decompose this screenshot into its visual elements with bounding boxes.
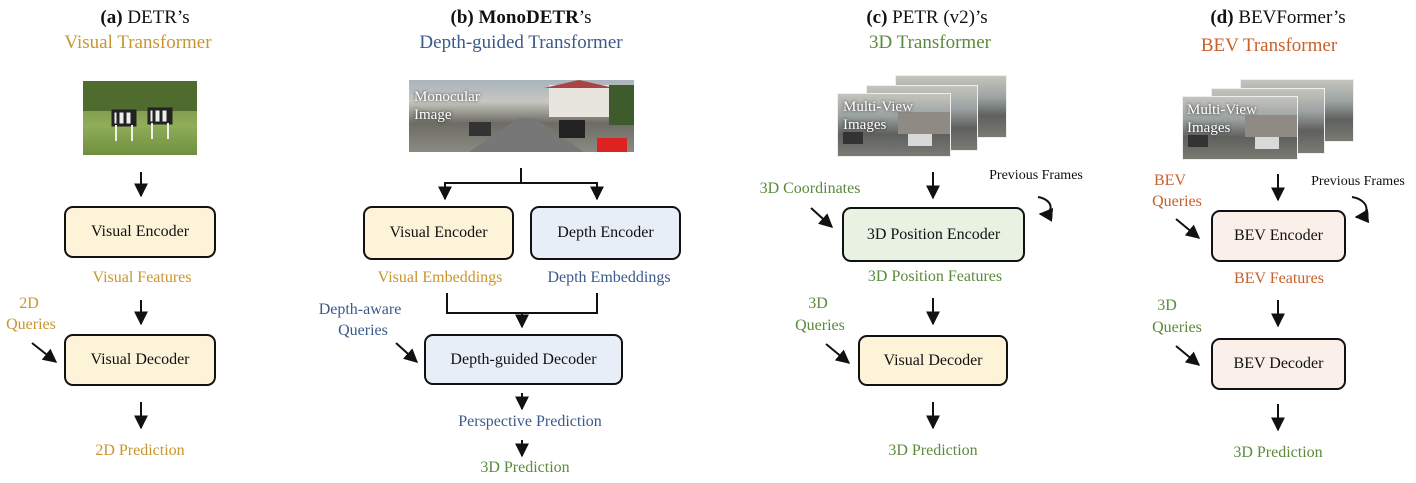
multiview-c-label-line1: Multi-View — [843, 99, 913, 115]
multiview-c-label: Multi-View Images — [843, 98, 913, 134]
panel-a-visual-encoder: Visual Encoder — [64, 206, 216, 258]
street-illustration — [469, 80, 634, 152]
panel-b-queries-line2: Queries — [338, 322, 388, 339]
panel-c-3d-coordinates: 3D Coordinates — [759, 180, 861, 197]
panel-b-title: (b) MonoDETR’s — [451, 7, 592, 29]
panel-d-bev-features: BEV Features — [1234, 270, 1324, 287]
zebra-illustration — [83, 81, 197, 141]
panel-b-name: MonoDETR — [478, 7, 579, 28]
panel-b-depth-embeddings: Depth Embeddings — [547, 269, 671, 286]
panel-d-bev-encoder: BEV Encoder — [1211, 210, 1346, 262]
panel-b-depth-guided-decoder: Depth-guided Decoder — [424, 334, 623, 385]
multiview-front-illustration — [843, 112, 950, 146]
panel-b-perspective-prediction: Perspective Prediction — [458, 413, 602, 430]
zebra-image — [83, 81, 197, 155]
bev-multiview-front-illustration — [1188, 115, 1297, 149]
panel-a-tag: (a) — [100, 7, 123, 28]
panel-a-subtitle: Visual Transformer — [64, 32, 212, 53]
panel-d-previous-frames: Previous Frames — [1311, 174, 1405, 189]
arrow-d-bevq — [1175, 218, 1201, 239]
panel-c-previous-frames: Previous Frames — [989, 168, 1083, 183]
multiview-d-label: Multi-View Images — [1187, 101, 1257, 137]
multiview-image-front: Multi-View Images — [837, 93, 951, 157]
panel-b-subtitle: Depth-guided Transformer — [419, 32, 623, 53]
split-b-right — [521, 182, 604, 201]
monocular-image-label: Monocular Image — [414, 88, 480, 124]
panel-c-3d-prediction: 3D Prediction — [888, 442, 978, 459]
panel-a-queries-line1: 2D — [19, 295, 39, 312]
panel-d-queries-line1: 3D — [1157, 297, 1177, 314]
panel-a-visual-features: Visual Features — [92, 269, 192, 286]
panel-a-title: (a) DETR’s — [100, 7, 189, 29]
multiview-c-label-line2: Images — [843, 117, 887, 133]
arrow-c-queries — [825, 343, 851, 364]
panel-c-name: PETR (v2)’s — [892, 7, 988, 28]
panel-d-bev-queries-line1: BEV — [1154, 172, 1186, 189]
bev-multiview-image-front: Multi-View Images — [1182, 96, 1298, 160]
panel-d-name: BEVFormer’s — [1238, 7, 1346, 28]
monocular-image: Monocular Image — [409, 80, 634, 152]
panel-b-suffix: ’s — [578, 7, 592, 28]
multiview-d-label-line2: Images — [1187, 120, 1231, 136]
arrow-d-prev — [1351, 196, 1370, 224]
panel-c-subtitle: 3D Transformer — [869, 32, 991, 53]
panel-c-visual-decoder: Visual Decoder — [858, 335, 1008, 386]
split-b — [438, 168, 522, 201]
monocular-label-line1: Monocular — [414, 89, 480, 105]
panel-b-depth-encoder: Depth Encoder — [530, 206, 681, 260]
panel-a-queries-line2: Queries — [6, 316, 56, 333]
merge-b — [446, 293, 598, 314]
panel-c-3d-position-encoder: 3D Position Encoder — [842, 207, 1025, 262]
panel-d-bev-decoder: BEV Decoder — [1211, 338, 1346, 390]
panel-b-visual-embeddings: Visual Embeddings — [377, 269, 503, 286]
multiview-d-label-line1: Multi-View — [1187, 102, 1257, 118]
panel-d-queries-line2: Queries — [1152, 319, 1202, 336]
panel-c-tag: (c) — [866, 7, 888, 28]
panel-c-queries-line1: 3D — [808, 295, 828, 312]
monocular-label-line2: Image — [414, 107, 452, 123]
arrow-a-queries — [31, 342, 58, 363]
panel-d-3d-prediction: 3D Prediction — [1233, 444, 1323, 461]
panel-a-prediction: 2D Prediction — [95, 442, 185, 459]
panel-a-visual-decoder: Visual Decoder — [64, 334, 216, 386]
arrow-b-queries — [395, 342, 419, 363]
panel-b-visual-encoder: Visual Encoder — [363, 206, 514, 260]
arrow-c-coords — [810, 207, 834, 228]
panel-d-title: (d) BEVFormer’s — [1210, 7, 1345, 29]
arrow-d-queries — [1175, 345, 1201, 366]
panel-b-tag: (b) — [450, 7, 474, 28]
panel-a-name: DETR’s — [127, 7, 190, 28]
panel-c-queries-line2: Queries — [795, 317, 845, 334]
panel-d-subtitle: BEV Transformer — [1200, 35, 1338, 56]
panel-c-3d-position-features: 3D Position Features — [867, 268, 1003, 285]
arrow-c-prev — [1037, 196, 1054, 222]
panel-b-queries-line1: Depth-aware — [318, 301, 402, 318]
panel-d-tag: (d) — [1210, 7, 1234, 28]
panel-b-3d-prediction: 3D Prediction — [480, 459, 570, 476]
panel-c-title: (c) PETR (v2)’s — [866, 7, 987, 29]
panel-d-bev-queries-line2: Queries — [1152, 193, 1202, 210]
